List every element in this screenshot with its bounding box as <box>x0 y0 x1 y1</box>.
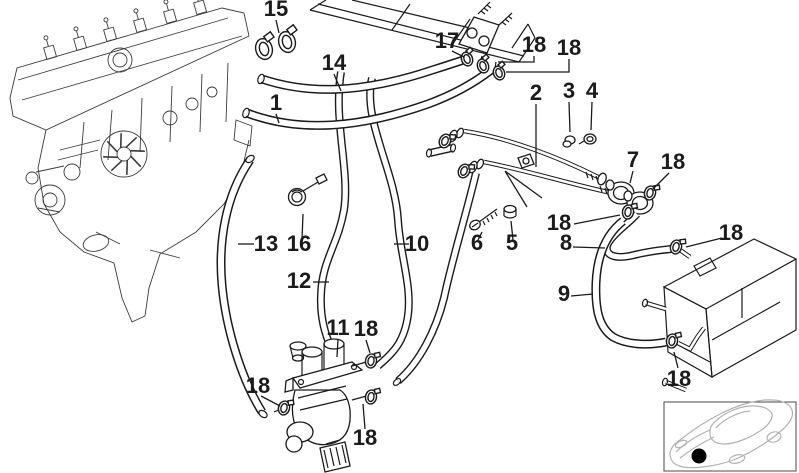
hose-clamp-18 <box>476 53 490 74</box>
location-dot <box>691 448 707 464</box>
pipe-bracket <box>504 153 543 208</box>
ignition-coil <box>103 17 118 42</box>
callout-18-f: 18 <box>667 366 691 391</box>
callout-18-h: 18 <box>246 373 270 398</box>
car-location-inset <box>663 399 797 472</box>
callout-13: 13 <box>254 231 278 256</box>
double-connector <box>605 179 654 215</box>
hose-clamp-18 <box>277 23 298 54</box>
callout-14: 14 <box>322 50 347 75</box>
water-pipes <box>448 127 621 202</box>
ignition-coil <box>133 8 148 33</box>
hose-clamp-18 <box>621 202 639 220</box>
callout-2: 2 <box>530 80 542 105</box>
hose-clamp-18 <box>669 238 687 255</box>
hose-8 <box>602 211 672 261</box>
callout-7: 7 <box>627 147 639 172</box>
callout-18-c: 18 <box>661 149 685 174</box>
small-fitting-3 <box>562 135 576 148</box>
ignition-coil <box>193 0 208 15</box>
hose-clamp-15 <box>254 23 298 61</box>
hose-holder-16 <box>287 173 328 207</box>
water-valve-assembly <box>273 338 371 473</box>
callout-10: 10 <box>405 231 429 256</box>
auxiliary-heater <box>641 238 798 393</box>
callout-18-i: 18 <box>353 425 377 450</box>
hose-12 <box>316 71 350 348</box>
car-outline <box>669 399 794 469</box>
hose-clamp-18 <box>643 184 661 201</box>
hose-1 <box>242 66 494 130</box>
screw-6 <box>469 208 498 231</box>
callout-5: 5 <box>506 230 518 255</box>
callout-16: 16 <box>287 231 311 256</box>
ignition-coil <box>43 35 58 60</box>
callout-18-a: 18 <box>522 32 546 57</box>
callout-4: 4 <box>586 78 599 103</box>
hose-clamp-18 <box>665 331 683 349</box>
callout-18-e: 18 <box>719 220 743 245</box>
ignition-coil <box>163 0 178 24</box>
callout-labels: 15 17 18 18 14 1 2 3 4 7 18 18 8 9 18 18… <box>246 0 743 450</box>
callout-9: 9 <box>558 281 570 306</box>
callout-1: 1 <box>270 90 282 115</box>
hose-clamp-18 <box>277 399 295 416</box>
callout-11: 11 <box>326 315 349 340</box>
ignition-coil <box>73 26 88 51</box>
hose-10 <box>366 77 413 369</box>
hose-14 <box>257 54 468 94</box>
callout-15: 15 <box>264 0 288 21</box>
hose-clamp-18 <box>438 133 457 149</box>
hose-clamp-18 <box>254 30 275 61</box>
callout-18-b: 18 <box>557 35 581 60</box>
callout-6: 6 <box>471 230 483 255</box>
hose-clamp-18 <box>492 60 506 81</box>
hose-clamp-18 <box>364 387 382 405</box>
hose-13 <box>216 154 268 419</box>
hose-to-valve <box>392 172 480 387</box>
small-fitting-4 <box>578 133 597 145</box>
callout-17: 17 <box>435 28 459 53</box>
hose-stub <box>425 143 457 158</box>
callout-12: 12 <box>287 268 311 293</box>
callout-8: 8 <box>560 230 572 255</box>
engine-sketch <box>9 0 253 323</box>
callout-18-g: 18 <box>354 316 378 341</box>
hose-clamp-18 <box>364 351 382 369</box>
hose-9 <box>591 217 667 349</box>
hose-clamp-18 <box>457 163 476 179</box>
callout-3: 3 <box>563 78 575 103</box>
leader-lines <box>238 19 723 430</box>
hose-clamp-18 <box>460 46 474 67</box>
bushing-5 <box>503 204 517 219</box>
callout-18-d: 18 <box>547 210 571 235</box>
hose-clamps <box>277 46 687 416</box>
